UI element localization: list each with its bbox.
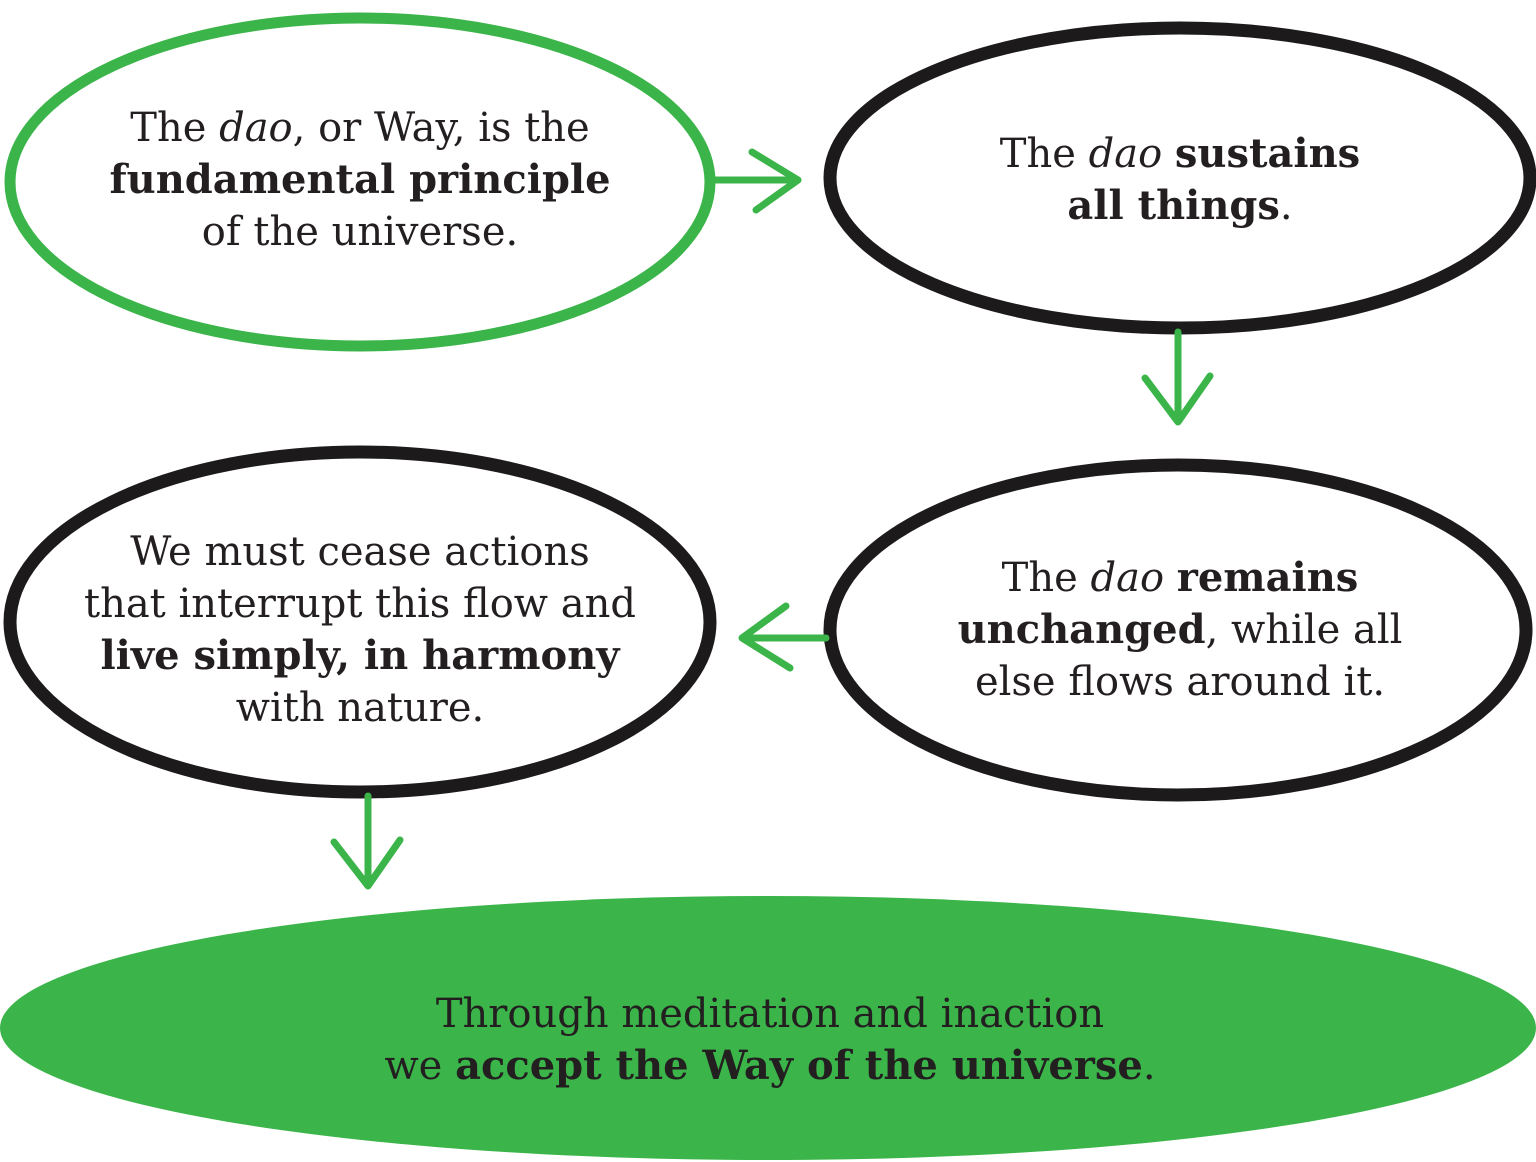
text-run: The	[999, 131, 1089, 177]
arrow-down-icon	[1141, 328, 1214, 426]
arrow-down-icon	[330, 792, 404, 890]
text-line: with nature.	[84, 682, 636, 734]
text-line: live simply, in harmony	[84, 630, 636, 682]
arrow-right-icon	[708, 148, 802, 214]
text-run: The	[1001, 555, 1091, 601]
text-line: we accept the Way of the universe.	[384, 1040, 1155, 1092]
text-line: all things.	[1000, 180, 1360, 232]
node-accept-way-ellipse	[0, 896, 1536, 1160]
text-run: , while all	[1205, 607, 1403, 653]
italic-text: dao	[1090, 555, 1165, 601]
node-live-simply-text: We must cease actions that interrupt this…	[84, 526, 636, 734]
text-line: else flows around it.	[958, 656, 1403, 708]
text-run: The	[130, 105, 220, 151]
text-run: We must cease actions	[130, 529, 590, 575]
text-run: of the universe.	[201, 209, 519, 255]
node-live-simply-ellipse	[3, 445, 717, 799]
text-line: of the universe.	[109, 206, 610, 258]
bold-text: fundamental principle	[109, 156, 611, 203]
italic-text: dao	[1088, 131, 1163, 177]
bold-text: all things	[1067, 182, 1280, 229]
node-live-simply: We must cease actions that interrupt this…	[30, 500, 690, 760]
text-run: else flows around it.	[974, 659, 1386, 705]
bold-text: unchanged	[957, 606, 1206, 653]
text-run: .	[1142, 1043, 1156, 1089]
text-run: that interrupt this flow and	[84, 581, 636, 627]
text-run	[1162, 131, 1175, 177]
text-run: Through meditation and inaction	[435, 991, 1105, 1037]
text-line: The dao, or Way, is the	[109, 102, 610, 154]
text-line: unchanged, while all	[958, 604, 1403, 656]
text-run	[1164, 555, 1177, 601]
arrow-left-icon	[738, 602, 830, 672]
bold-text: sustains	[1174, 130, 1361, 177]
text-line: that interrupt this flow and	[84, 578, 636, 630]
text-line: The dao sustains	[1000, 128, 1360, 180]
text-run: , or Way, is the	[292, 105, 590, 151]
bold-text: accept the Way of the universe	[455, 1042, 1143, 1089]
text-line: fundamental principle	[109, 154, 610, 206]
node-sustains-ellipse	[823, 21, 1536, 335]
text-line: We must cease actions	[84, 526, 636, 578]
node-unchanged-ellipse	[823, 458, 1533, 802]
text-run: we	[384, 1043, 456, 1089]
bold-text: remains	[1176, 554, 1359, 601]
text-line: The dao remains	[958, 552, 1403, 604]
text-run: with nature.	[235, 685, 485, 731]
italic-text: dao	[219, 105, 293, 151]
text-run: .	[1279, 183, 1293, 229]
bold-text: live simply, in harmony	[100, 632, 620, 679]
text-line: Through meditation and inaction	[384, 988, 1155, 1040]
